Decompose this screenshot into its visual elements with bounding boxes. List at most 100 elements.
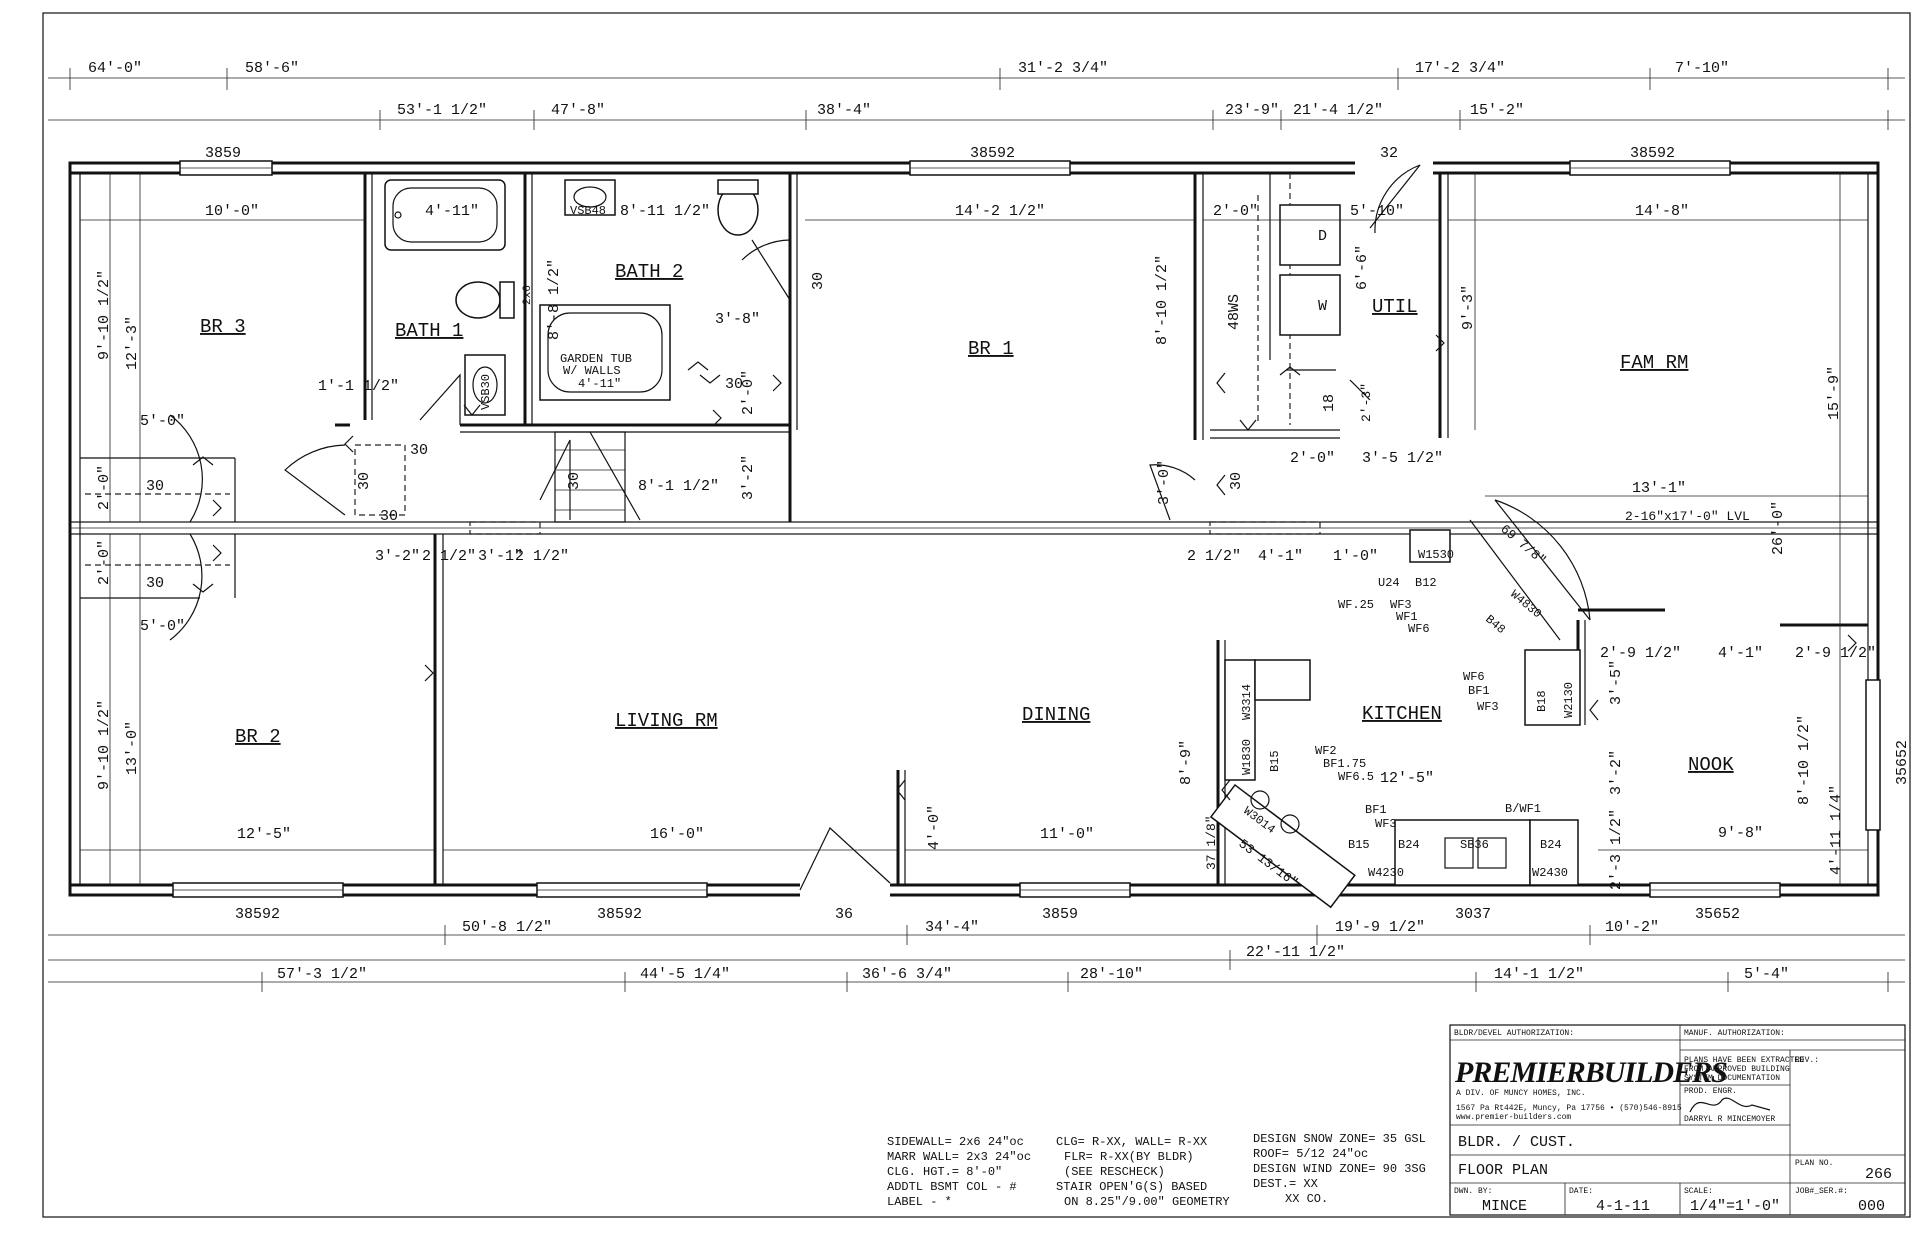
tb-dwn-by: MINCE xyxy=(1482,1198,1527,1215)
dim: 5'-0" xyxy=(140,413,185,430)
door-swings xyxy=(169,164,1421,641)
fixture-label: W2430 xyxy=(1532,866,1568,880)
bottom-dim: 14'-1 1/2" xyxy=(1494,966,1584,983)
exterior-walls xyxy=(68,161,1880,897)
dim: 10'-0" xyxy=(205,203,259,220)
room-label-bath2: BATH 2 xyxy=(615,261,683,283)
dim: 30 xyxy=(356,472,373,490)
fixture-label: 4'-11" xyxy=(578,377,621,391)
room-label-br3: BR 3 xyxy=(200,316,246,338)
fixture-label: W1830 xyxy=(1240,739,1254,775)
note-line: LABEL - * xyxy=(887,1195,952,1209)
window-label: 38592 xyxy=(235,906,280,923)
dim: 3'-1" xyxy=(478,548,523,565)
fixture-label: W1530 xyxy=(1418,548,1454,562)
dim: 30 xyxy=(146,478,164,495)
top-windows xyxy=(179,160,1731,176)
dim: 9'-10 1/2" xyxy=(96,270,113,360)
fixture-labels: VSB48 VSB30 GARDEN TUB W/ WALLS 4'-11" 4… xyxy=(479,204,1576,880)
dim: 12'-5" xyxy=(237,826,291,843)
dim: 2-16"x17'-0" LVL xyxy=(1625,509,1750,524)
top-dim: 31'-2 3/4" xyxy=(1018,60,1108,77)
dim: 4'-1" xyxy=(1258,548,1303,565)
room-label-bath1: BATH 1 xyxy=(395,320,463,342)
top-dim: 38'-4" xyxy=(817,102,871,119)
note-line: DEST.= XX xyxy=(1253,1177,1318,1191)
fixture-label: VSB30 xyxy=(479,374,493,410)
tb-brand-sub: A DIV. OF MUNCY HOMES, INC. xyxy=(1456,1089,1586,1098)
tb-scale: 1/4"=1'-0" xyxy=(1690,1198,1780,1215)
dim: 30 xyxy=(566,472,583,490)
dim: 4'-1" xyxy=(1718,645,1763,662)
dim: 30 xyxy=(810,272,827,290)
dim: 8'-10 1/2" xyxy=(1154,255,1171,345)
tb-address: 1567 Pa Rt442E, Muncy, Pa 17756 • (570)5… xyxy=(1456,1104,1682,1113)
dim: 3'-5" xyxy=(1608,660,1625,705)
dim: 3'-2" xyxy=(1608,750,1625,795)
tb-scale-label: SCALE: xyxy=(1684,1187,1713,1196)
fixture-label: W/ WALLS xyxy=(563,364,621,378)
tb-job-label: JOB#_SER.#: xyxy=(1795,1187,1848,1196)
dim: 6'-6" xyxy=(1354,245,1371,290)
dim: 30 xyxy=(1228,472,1245,490)
dim: 12'-5" xyxy=(1380,770,1434,787)
tb-website: www.premier-builders.com xyxy=(1456,1113,1571,1122)
dim: 3'-5 1/2" xyxy=(1362,450,1443,467)
dim: 69 7/8" xyxy=(1497,522,1548,569)
room-label-br1: BR 1 xyxy=(968,338,1014,360)
fixture-label: GARDEN TUB xyxy=(560,352,632,366)
bottom-dim: 19'-9 1/2" xyxy=(1335,919,1425,936)
fixture-label: WF2 xyxy=(1315,744,1337,758)
tb-job: 000 xyxy=(1858,1198,1885,1215)
note-line: SIDEWALL= 2x6 24"oc xyxy=(887,1135,1024,1149)
fixture-label: WF1 xyxy=(1396,610,1418,624)
window-label: 35652 xyxy=(1695,906,1740,923)
window-label: 36 xyxy=(835,906,853,923)
dim: 16'-0" xyxy=(650,826,704,843)
dim: 2'-0" xyxy=(740,370,757,415)
room-label-kitchen: KITCHEN xyxy=(1362,703,1442,725)
tb-manuf-auth: MANUF. AUTHORIZATION: xyxy=(1684,1029,1785,1038)
dim: 30 xyxy=(725,376,743,393)
dim: 8'-1 1/2" xyxy=(638,478,719,495)
dim: 2'-9 1/2" xyxy=(1600,645,1681,662)
note-line: ON 8.25"/9.00" GEOMETRY xyxy=(1064,1195,1230,1209)
dim: 30 xyxy=(410,442,428,459)
bottom-dim: 57'-3 1/2" xyxy=(277,966,367,983)
top-dim: 17'-2 3/4" xyxy=(1415,60,1505,77)
window-label: 38592 xyxy=(597,906,642,923)
top-dim: 47'-8" xyxy=(551,102,605,119)
note-line: DESIGN SNOW ZONE= 35 GSL xyxy=(1253,1132,1426,1146)
fixture-label: W4230 xyxy=(1368,866,1404,880)
dim: 3'-8" xyxy=(715,311,760,328)
fixture-label: WF6 xyxy=(1408,622,1430,636)
dim: 30 xyxy=(380,508,398,525)
tb-extracted: PLANS HAVE BEEN EXTRACTED xyxy=(1684,1056,1804,1065)
fixture-label: WF6.5 xyxy=(1338,770,1374,784)
tb-dwn-label: DWN. BY: xyxy=(1454,1187,1492,1196)
dim: 2'-3 1/2" xyxy=(1608,809,1625,890)
dim: 15'-9" xyxy=(1826,366,1843,420)
util-fixtures xyxy=(1279,204,1341,371)
dim: 14'-8" xyxy=(1635,203,1689,220)
dim: 13'-0" xyxy=(124,721,141,775)
fixture-label: SB36 xyxy=(1460,838,1489,852)
note-line: DESIGN WIND ZONE= 90 3SG xyxy=(1253,1162,1426,1176)
bottom-dim: 44'-5 1/4" xyxy=(640,966,730,983)
window-label: 3037 xyxy=(1455,906,1491,923)
tb-bldr-cust: BLDR. / CUST. xyxy=(1458,1134,1575,1151)
dim: 2'-0" xyxy=(1213,203,1258,220)
room-label-dining: DINING xyxy=(1022,704,1090,726)
bottom-dimension-strings: 50'-8 1/2" 34'-4" 19'-9 1/2" 10'-2" 22'-… xyxy=(48,919,1905,992)
fixture-label: D xyxy=(1318,228,1327,245)
top-window-labels: 3859 38592 32 38592 xyxy=(205,145,1675,162)
fixture-label: B/WF1 xyxy=(1505,802,1541,816)
tb-extracted: FROM APPROVED BUILDING xyxy=(1684,1065,1790,1074)
bottom-dim: 28'-10" xyxy=(1080,966,1143,983)
dim: 11'-0" xyxy=(1040,826,1094,843)
engineer-signature xyxy=(1689,1097,1771,1113)
fixture-label: BF1 xyxy=(1468,684,1490,698)
dim: 2 1/2" xyxy=(422,548,476,565)
bottom-dim: 36'-6 3/4" xyxy=(862,966,952,983)
